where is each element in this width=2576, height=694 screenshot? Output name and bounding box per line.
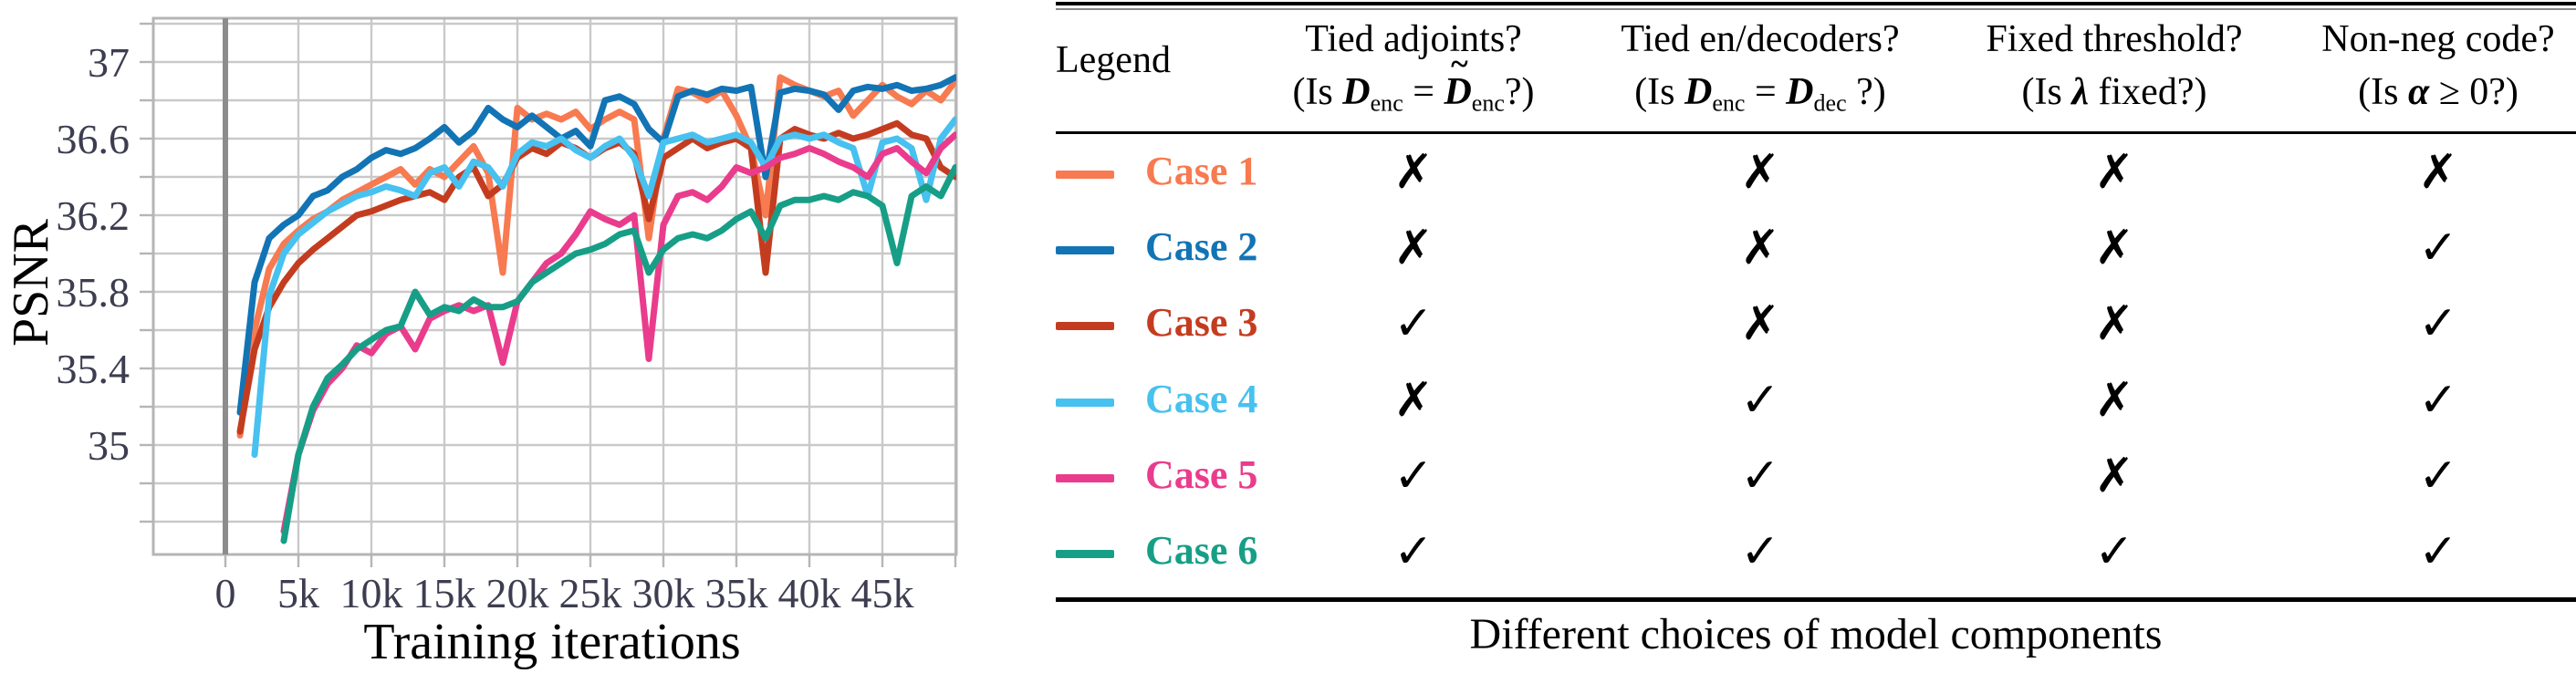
x-tick-label-30k: 30k (632, 570, 695, 616)
table-top-rule-heavy (1056, 2, 2576, 5)
chart-gridlines (151, 16, 958, 556)
cross-mark-case-2-col-1: ✗ (1393, 221, 1434, 276)
y-tick-label-36.6: 36.6 (57, 116, 130, 162)
check-mark-case-2-col-4: ✓ (2418, 221, 2458, 276)
table-top-rule-light (1056, 8, 2576, 10)
case-4-label: Case 4 (1145, 376, 1258, 421)
column-title: Tied en/decoders? (1621, 18, 1900, 60)
cross-mark-case-3-col-2: ✗ (1740, 296, 1780, 352)
column-subtitle: (Is λ fixed?) (2021, 71, 2207, 113)
case-1-line-swatch (1056, 171, 1114, 179)
x-tick-label-20k: 20k (486, 570, 549, 616)
x-tick-label-5k: 5k (277, 570, 319, 616)
y-tick-label-35.4: 35.4 (57, 346, 130, 392)
cross-mark-case-1-col-3: ✗ (2094, 145, 2134, 200)
cross-mark-case-4-col-1: ✗ (1393, 372, 1434, 428)
cross-mark-case-1-col-2: ✗ (1740, 145, 1780, 200)
x-tick-label-25k: 25k (559, 570, 622, 616)
check-mark-case-4-col-2: ✓ (1740, 372, 1780, 428)
case-6-label: Case 6 (1145, 528, 1258, 573)
case-3-label: Case 3 (1145, 300, 1258, 346)
line-case-2 (236, 74, 956, 416)
x-tick-label-35k: 35k (705, 570, 768, 616)
check-mark-case-6-col-3: ✓ (2094, 524, 2134, 579)
column-title: Fixed threshold? (1986, 18, 2243, 60)
case-4-line-swatch (1056, 398, 1114, 407)
model-components-table: Legend Tied adjoints?(Is Denc = ~Denc?)T… (1056, 0, 2576, 694)
table-caption: Different choices of model components (1469, 610, 2163, 658)
line-case-3 (236, 119, 956, 435)
x-tick-label-15k: 15k (413, 570, 476, 616)
y-tick-label-37: 37 (88, 39, 130, 86)
x-tick-label-10k: 10k (340, 570, 403, 616)
x-tick-label-0: 0 (215, 570, 236, 616)
cross-mark-case-1-col-4: ✗ (2418, 145, 2458, 200)
y-axis-title: PSNR (3, 218, 59, 347)
check-mark-case-6-col-4: ✓ (2418, 524, 2458, 579)
line-case-6 (280, 164, 956, 544)
case-6-line-swatch (1056, 550, 1114, 558)
case-2-line-swatch (1056, 246, 1114, 255)
chart-series-lines (236, 74, 956, 544)
cross-mark-case-3-col-3: ✗ (2094, 296, 2134, 352)
column-title: Tied adjoints? (1305, 18, 1522, 60)
check-mark-case-5-col-2: ✓ (1740, 448, 1780, 503)
case-5-line-swatch (1056, 473, 1114, 482)
line-case-4 (251, 116, 956, 458)
check-mark-case-6-col-2: ✓ (1740, 524, 1780, 579)
x-tick-label-40k: 40k (778, 570, 841, 616)
header-separator-rule (1056, 131, 2576, 134)
column-subtitle: (Is Denc = Ddec ?) (1634, 71, 1886, 117)
y-tick-label-35.8: 35.8 (57, 269, 130, 316)
case-1-label: Case 1 (1145, 149, 1258, 193)
column-header-3: Fixed threshold? (Is λ fixed?) (1986, 13, 2242, 119)
check-mark-case-3-col-4: ✓ (2418, 296, 2458, 352)
chart-tick-marks (140, 22, 957, 567)
case-3-line-swatch (1056, 322, 1114, 331)
y-tick-label-36.2: 36.2 (57, 192, 130, 239)
cross-mark-case-5-col-3: ✗ (2094, 448, 2134, 503)
column-subtitle: (Is α ≥ 0?) (2358, 71, 2519, 113)
table-bottom-rule (1056, 597, 2576, 602)
case-2-label: Case 2 (1145, 224, 1258, 270)
column-header-2: Tied en/decoders? (Is Denc = Ddec ?) (1621, 13, 1899, 129)
x-tick-label-45k: 45k (851, 570, 914, 616)
cross-mark-case-2-col-2: ✗ (1740, 221, 1780, 276)
cross-mark-case-2-col-3: ✗ (2094, 221, 2134, 276)
check-mark-case-4-col-4: ✓ (2418, 372, 2458, 428)
check-mark-case-6-col-1: ✓ (1393, 524, 1434, 579)
y-tick-label-35: 35 (88, 422, 130, 469)
column-header-1: Tied adjoints?(Is Denc = ~Denc?) (1292, 13, 1534, 129)
check-mark-case-5-col-1: ✓ (1393, 448, 1434, 503)
check-mark-case-3-col-1: ✓ (1393, 296, 1434, 352)
legend-header: Legend (1056, 39, 1171, 81)
check-mark-case-5-col-4: ✓ (2418, 448, 2458, 503)
cross-mark-case-1-col-1: ✗ (1393, 145, 1434, 200)
column-subtitle: (Is Denc = ~Denc?) (1292, 46, 1535, 117)
cross-mark-case-4-col-3: ✗ (2094, 372, 2134, 428)
case-5-label: Case 5 (1145, 451, 1258, 497)
x-axis-title: Training iterations (363, 614, 740, 670)
column-header-4: Non-neg code? (Is α ≥ 0?) (2321, 13, 2554, 119)
column-title: Non-neg code? (2321, 18, 2555, 60)
